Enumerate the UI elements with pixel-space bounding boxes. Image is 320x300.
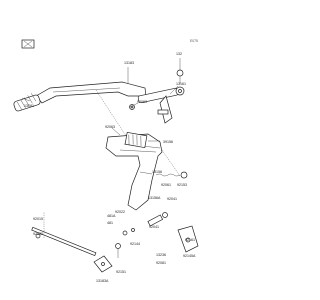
callout-label: 13161 [176, 82, 186, 86]
shift-rubber-part[interactable] [13, 93, 41, 112]
callout-label: 13081 [24, 104, 34, 108]
shift-lever-part[interactable] [35, 81, 147, 104]
callout-label: 13183 [124, 61, 134, 65]
callout-label: 92153 [177, 183, 187, 187]
adjuster-part[interactable] [147, 212, 168, 227]
diagram-symbol-icon [21, 39, 35, 49]
clevis-part[interactable] [93, 255, 113, 273]
pedal-spring-part[interactable] [155, 171, 188, 179]
callout-label: 92144 [130, 242, 140, 246]
small-nut-part[interactable] [122, 228, 135, 236]
callout-label: 92151 [116, 270, 126, 274]
callout-label: 13183A [96, 279, 109, 283]
callout-label: 92063 [105, 125, 115, 129]
brake-rod-part[interactable] [31, 226, 97, 257]
callout-label: 92022 [115, 210, 125, 214]
callout-label: 92041 [149, 225, 159, 229]
callout-label: 481 [107, 221, 113, 225]
callout-label: 13156A [148, 196, 161, 200]
callout-label: 92041 [167, 197, 177, 201]
callout-label: 92081 [156, 261, 166, 265]
exploded-parts-diagram: E075 [13, 39, 199, 283]
callout-label: 92145A [183, 254, 196, 258]
spring-pin-part[interactable] [157, 109, 169, 115]
callout-label: 92161 [185, 238, 195, 242]
callout-label: 13156 [152, 170, 162, 174]
callout-label: 13236 [156, 253, 166, 257]
callout-label: 92063 [137, 100, 147, 104]
callout-label: 481A [107, 214, 116, 218]
lower-bracket-part[interactable] [177, 225, 199, 253]
cotter-pin-part[interactable] [115, 243, 121, 259]
callout-label: 92061 [161, 183, 171, 187]
shift-shaft-part[interactable] [137, 86, 185, 124]
callout-label: 92132 [33, 232, 43, 236]
callout-label: 132 [176, 52, 182, 56]
callout-label: 92015 [33, 217, 43, 221]
ref-code: E075 [190, 39, 198, 43]
pedal-pad-part[interactable] [124, 131, 148, 149]
callout-label: 39156 [163, 140, 173, 144]
